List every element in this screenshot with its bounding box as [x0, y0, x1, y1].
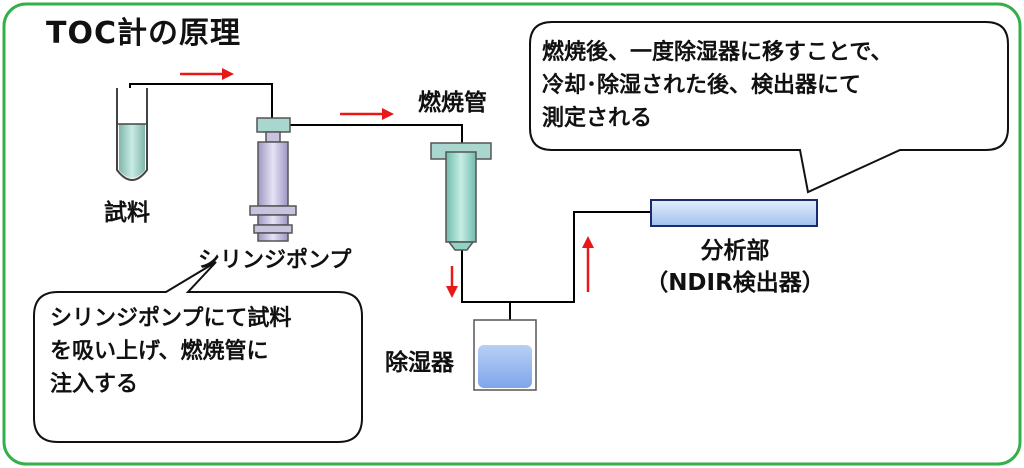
detector-label: 分析部 — [700, 238, 770, 264]
ndir-detector-icon — [650, 199, 818, 227]
detector-sub-label: （NDIR検出器） — [645, 270, 825, 296]
pipe-furnace-to-detector — [461, 211, 650, 303]
sample-test-tube — [116, 88, 148, 181]
syringe-callout-text: シリンジポンプにて試料 を吸い上げ、燃焼管に 注入する — [50, 306, 292, 397]
flow-arrow-3 — [446, 266, 458, 298]
furnace-label: 燃焼管 — [418, 90, 487, 116]
detector-callout-text: 燃焼後、一度除湿器に移すことで、 冷却･除湿された後、検出器にて 測定される — [542, 40, 893, 131]
syringe-pump-icon — [249, 117, 297, 242]
syringe-pump-label: シリンジポンプ — [198, 248, 352, 273]
sample-label: 試料 — [104, 200, 150, 226]
flow-arrow-2 — [340, 108, 394, 120]
flow-arrows — [180, 68, 594, 298]
flow-arrow-1 — [180, 68, 234, 80]
page-title: TOC計の原理 — [46, 16, 241, 51]
callout-bubble-detector — [529, 21, 1009, 194]
dehumidifier-icon — [473, 319, 537, 391]
pipe-syringe-to-furnace — [290, 124, 463, 143]
callout-bubble-syringe — [33, 261, 363, 443]
dehumidifier-label: 除湿器 — [385, 350, 454, 376]
furnace-tube-icon — [430, 142, 492, 251]
flow-arrow-4 — [582, 236, 594, 292]
